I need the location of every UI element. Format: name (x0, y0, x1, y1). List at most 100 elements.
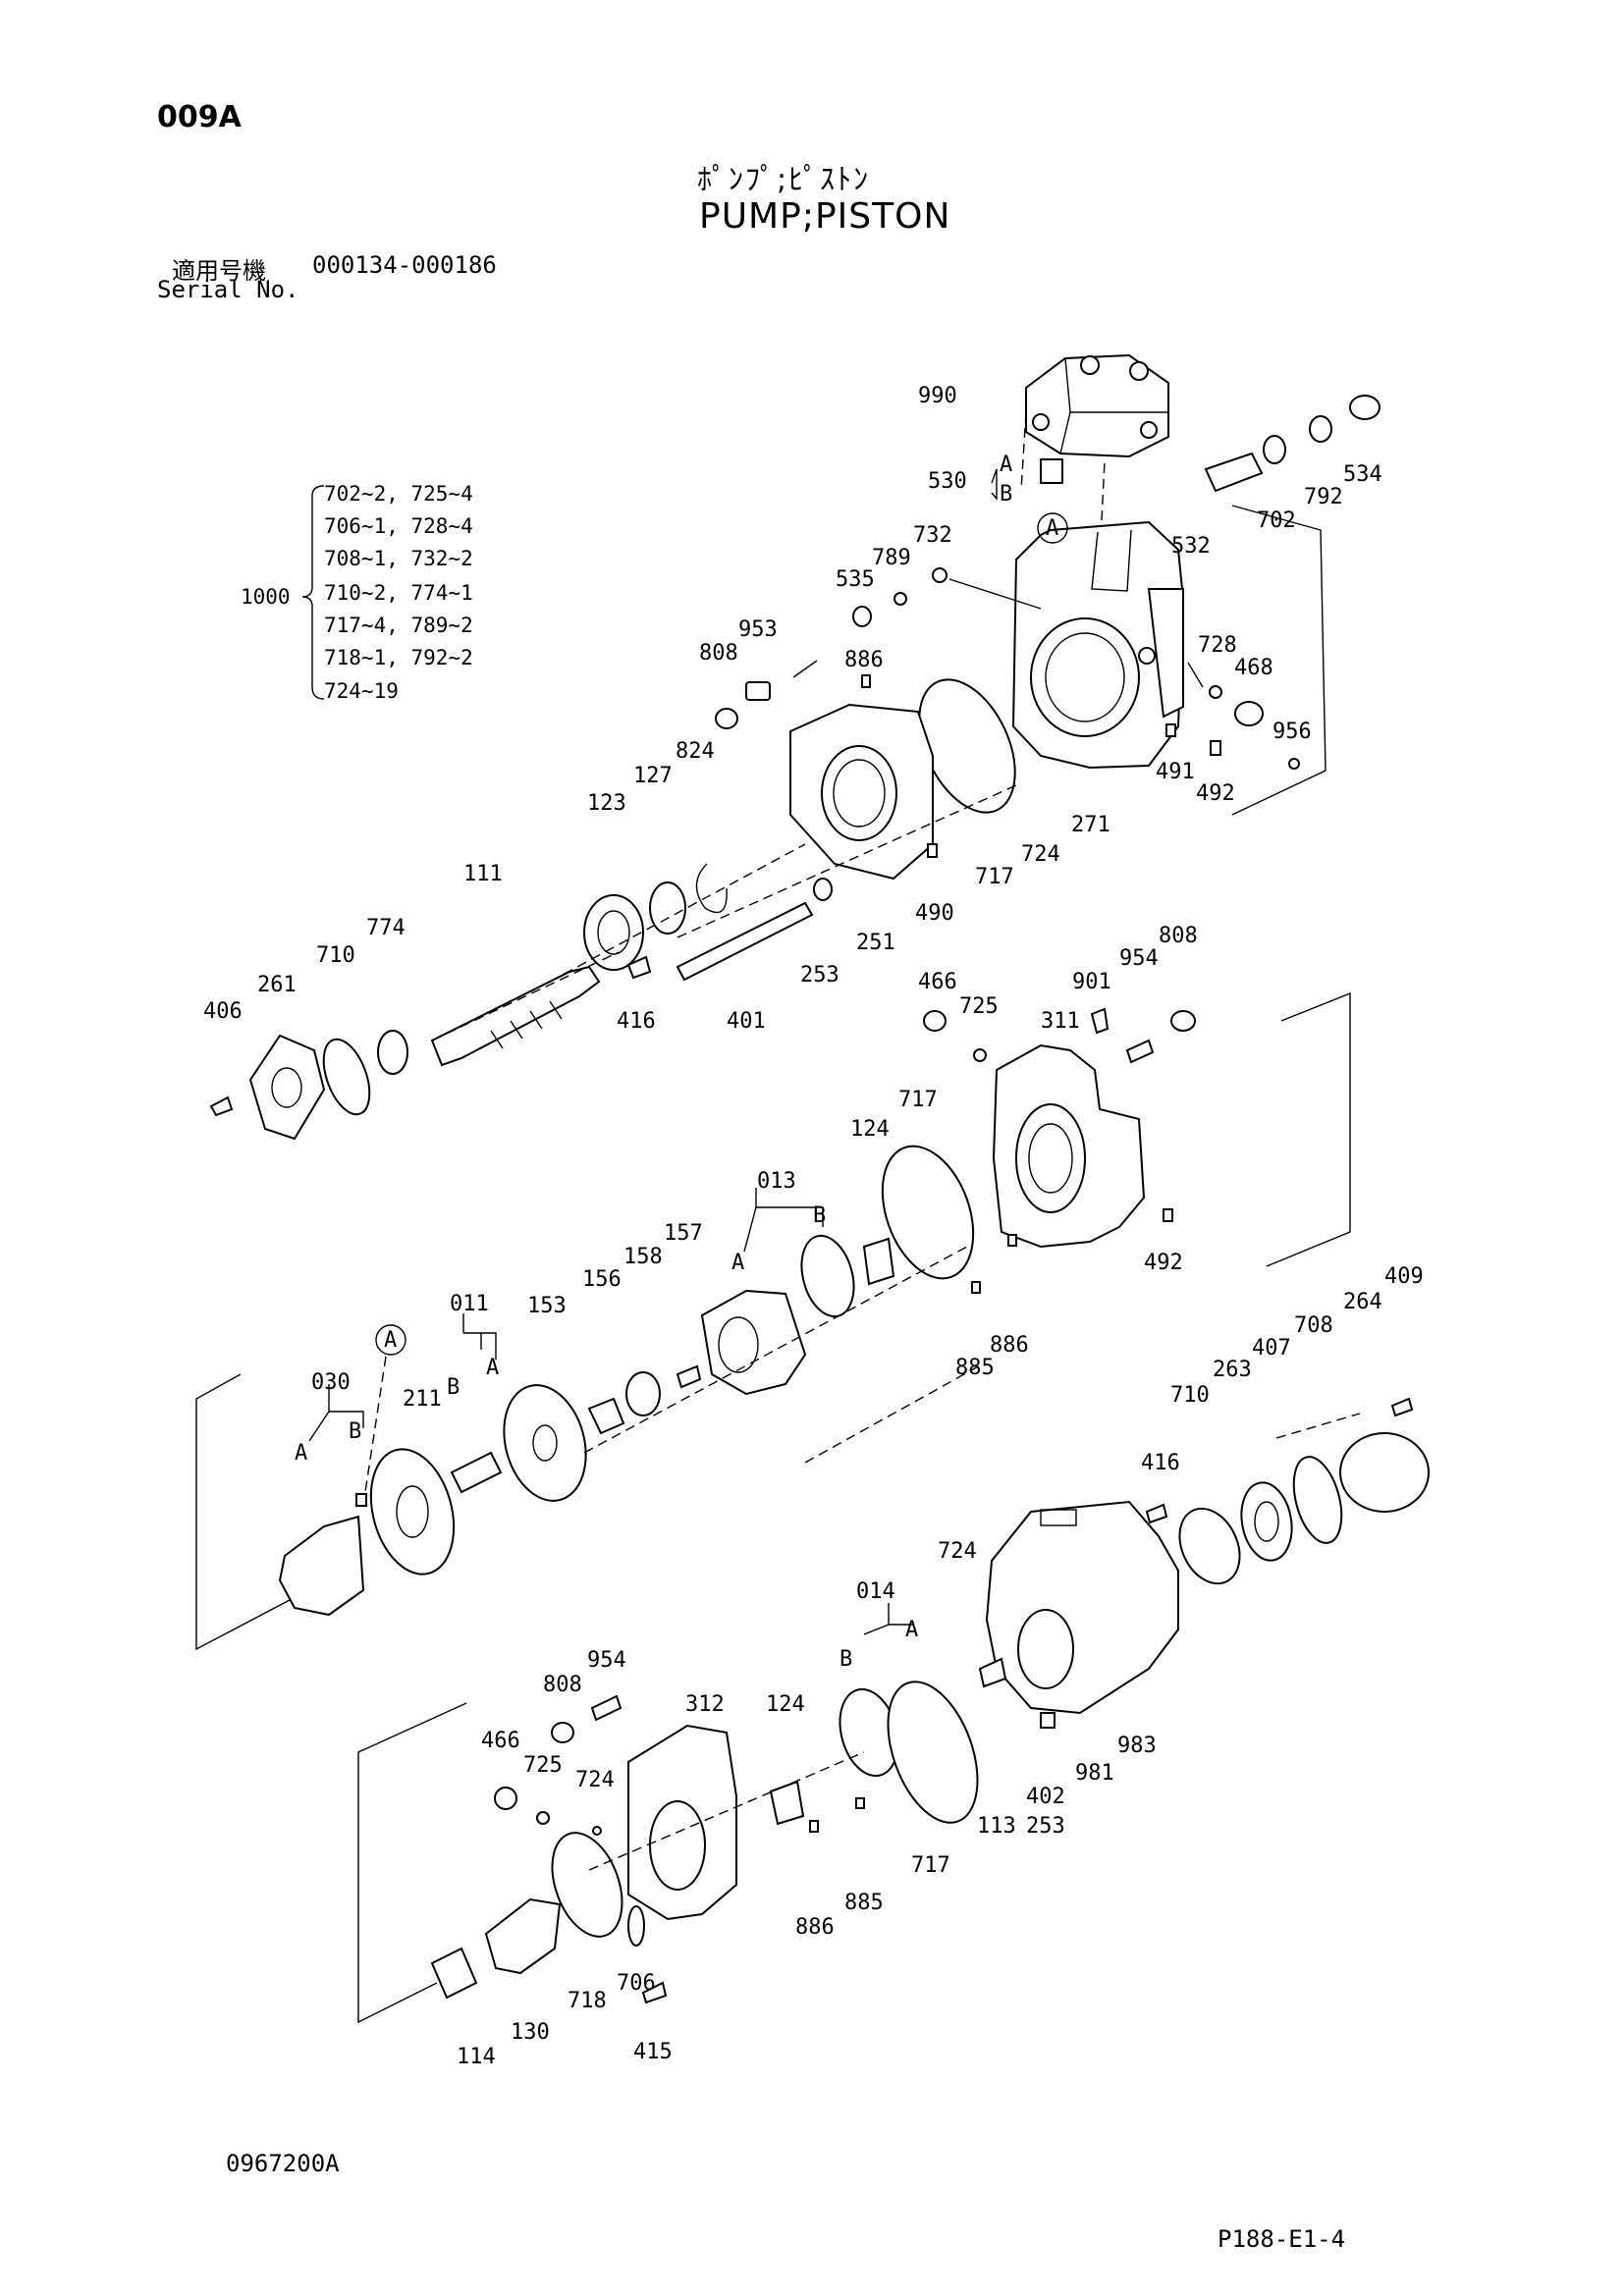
kit-line: 724~19 (324, 679, 399, 703)
part-label-014: 014 (856, 1579, 895, 1604)
part-label-492: 492 (1196, 781, 1235, 806)
part-label-717: 717 (975, 865, 1014, 889)
part-label-416: 416 (617, 1009, 656, 1034)
oring-710 (322, 1038, 371, 1116)
part-label-409: 409 (1384, 1264, 1424, 1289)
part-label-261: 261 (257, 973, 297, 997)
bolt-416 (626, 955, 652, 980)
part-label-725b: 725 (523, 1753, 563, 1778)
part-label-530-a: A (1000, 453, 1012, 477)
part-label-492b: 492 (1144, 1251, 1183, 1275)
leader-lines (195, 411, 1361, 2024)
ring-158 (625, 1371, 661, 1416)
part-label-702: 702 (1257, 508, 1296, 533)
part-label-011-a: A (486, 1356, 499, 1380)
cylinder-block (700, 1289, 807, 1396)
pin-492b (1163, 1208, 1173, 1222)
bolt-954 (1125, 1039, 1155, 1064)
bolt-401 (676, 901, 814, 982)
nut-808c (551, 1722, 574, 1743)
part-label-264: 264 (1343, 1290, 1382, 1314)
part-label-956: 956 (1272, 720, 1312, 744)
plug-466 (923, 1010, 947, 1032)
part-label-706: 706 (617, 1971, 656, 1996)
part-label-157: 157 (664, 1221, 703, 1246)
housing-271 (1011, 520, 1185, 770)
ring-728 (1209, 685, 1222, 699)
part-label-789: 789 (872, 546, 911, 570)
bearing-124b (769, 1780, 805, 1826)
part-label-253: 253 (800, 963, 839, 988)
gear-130 (484, 1897, 562, 1975)
part-label-013-a: A (731, 1251, 744, 1275)
part-label-401: 401 (727, 1009, 766, 1034)
part-label-251: 251 (856, 931, 895, 955)
part-label-535: 535 (836, 567, 875, 592)
swash-plate-030 (278, 1515, 365, 1617)
bolt-954b (590, 1694, 623, 1722)
part-label-808c: 808 (543, 1673, 582, 1697)
part-shapes (209, 353, 1430, 2004)
page-reference: P188-E1-4 (1218, 2225, 1346, 2253)
part-label-153: 153 (527, 1294, 567, 1318)
part-label-271: 271 (1071, 813, 1110, 837)
drawing-number: 0967200A (226, 2150, 340, 2177)
housing-311 (992, 1043, 1146, 1249)
part-label-724: 724 (1021, 842, 1060, 867)
part-label-886b: 886 (990, 1333, 1029, 1358)
kit-line: 702~2, 725~4 (324, 482, 473, 506)
bearing-123 (583, 894, 644, 971)
part-label-808: 808 (699, 641, 738, 666)
ring-127 (649, 881, 686, 934)
oring-710b (1178, 1507, 1241, 1585)
pin-885 (971, 1281, 981, 1294)
part-label-717c: 717 (911, 1853, 950, 1878)
snap-ring-824 (695, 863, 728, 914)
part-label-981: 981 (1075, 1761, 1114, 1786)
pin-886b (1007, 1234, 1017, 1247)
kit-line: 718~1, 792~2 (324, 646, 473, 669)
bolt-953 (745, 681, 771, 701)
nut-808b (1170, 1010, 1196, 1032)
page-title-japanese: ﾎﾟﾝﾌﾟ;ﾋﾟｽﾄﾝ (697, 163, 871, 197)
serial-label-japanese: 適用号機 (172, 257, 266, 285)
part-label-111: 111 (463, 862, 503, 886)
oring-717c (887, 1681, 979, 1824)
part-label-468: 468 (1234, 656, 1273, 680)
part-label-312: 312 (685, 1692, 725, 1717)
part-label-030-b: B (349, 1419, 361, 1444)
ring-724c (592, 1826, 602, 1836)
serial-label: Serial No. (157, 276, 299, 303)
seal-774 (377, 1030, 408, 1075)
ring-789 (893, 592, 907, 606)
part-label-901: 901 (1072, 970, 1111, 994)
part-label-532: 532 (1171, 534, 1211, 559)
kit-bracket (301, 485, 325, 700)
part-label-886: 886 (844, 648, 884, 672)
part-label-415: 415 (633, 2040, 673, 2064)
callout-label-a-left: A (384, 1328, 397, 1353)
shoe-plate-211 (369, 1448, 456, 1575)
retainer-153 (503, 1384, 587, 1502)
part-label-824: 824 (676, 739, 715, 764)
ring-702 (1263, 435, 1286, 464)
part-label-253b: 253 (1026, 1814, 1065, 1839)
piston-011 (450, 1451, 503, 1494)
plug-534 (1349, 395, 1380, 420)
part-label-263: 263 (1213, 1358, 1252, 1382)
cover-251 (789, 703, 934, 881)
part-label-416b: 416 (1141, 1451, 1180, 1475)
eyebolt-901 (1090, 1007, 1110, 1035)
plug-468 (1234, 701, 1264, 726)
housing-312 (627, 1724, 737, 1921)
part-label-114: 114 (457, 2045, 496, 2069)
bolt-406 (209, 1095, 234, 1117)
part-label-886c: 886 (795, 1915, 835, 1940)
part-label-728: 728 (1198, 633, 1237, 658)
part-label-127: 127 (633, 764, 673, 788)
kit-number: 1000 (241, 585, 291, 609)
part-label-124b: 124 (766, 1692, 805, 1717)
nut-808 (715, 708, 738, 729)
kit-1000-list: 1000 702~2, 725~4 706~1, 728~4 708~1, 73… (241, 482, 473, 703)
